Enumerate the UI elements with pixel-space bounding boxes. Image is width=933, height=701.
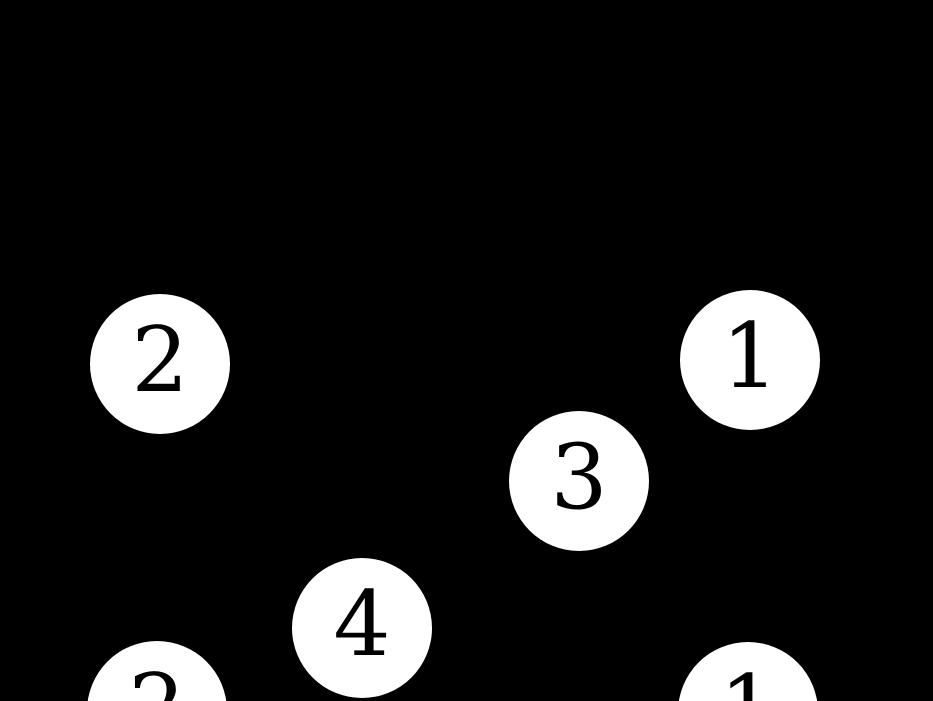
node-label: 2 — [128, 663, 185, 701]
node-label: 2 — [131, 308, 189, 413]
graph-node-top-left: 2 — [90, 294, 230, 434]
node-label: 3 — [550, 425, 608, 530]
graph-node-top-right: 1 — [680, 290, 820, 430]
node-label: 4 — [333, 572, 391, 677]
graph-node-lower-middle: 4 — [292, 558, 432, 698]
node-label: 1 — [721, 304, 779, 409]
graph-node-middle: 3 — [509, 411, 649, 551]
graph-node-bottom-left: 2 — [87, 641, 227, 701]
graph-node-bottom-right: 1 — [678, 642, 818, 701]
node-label: 1 — [719, 664, 776, 701]
